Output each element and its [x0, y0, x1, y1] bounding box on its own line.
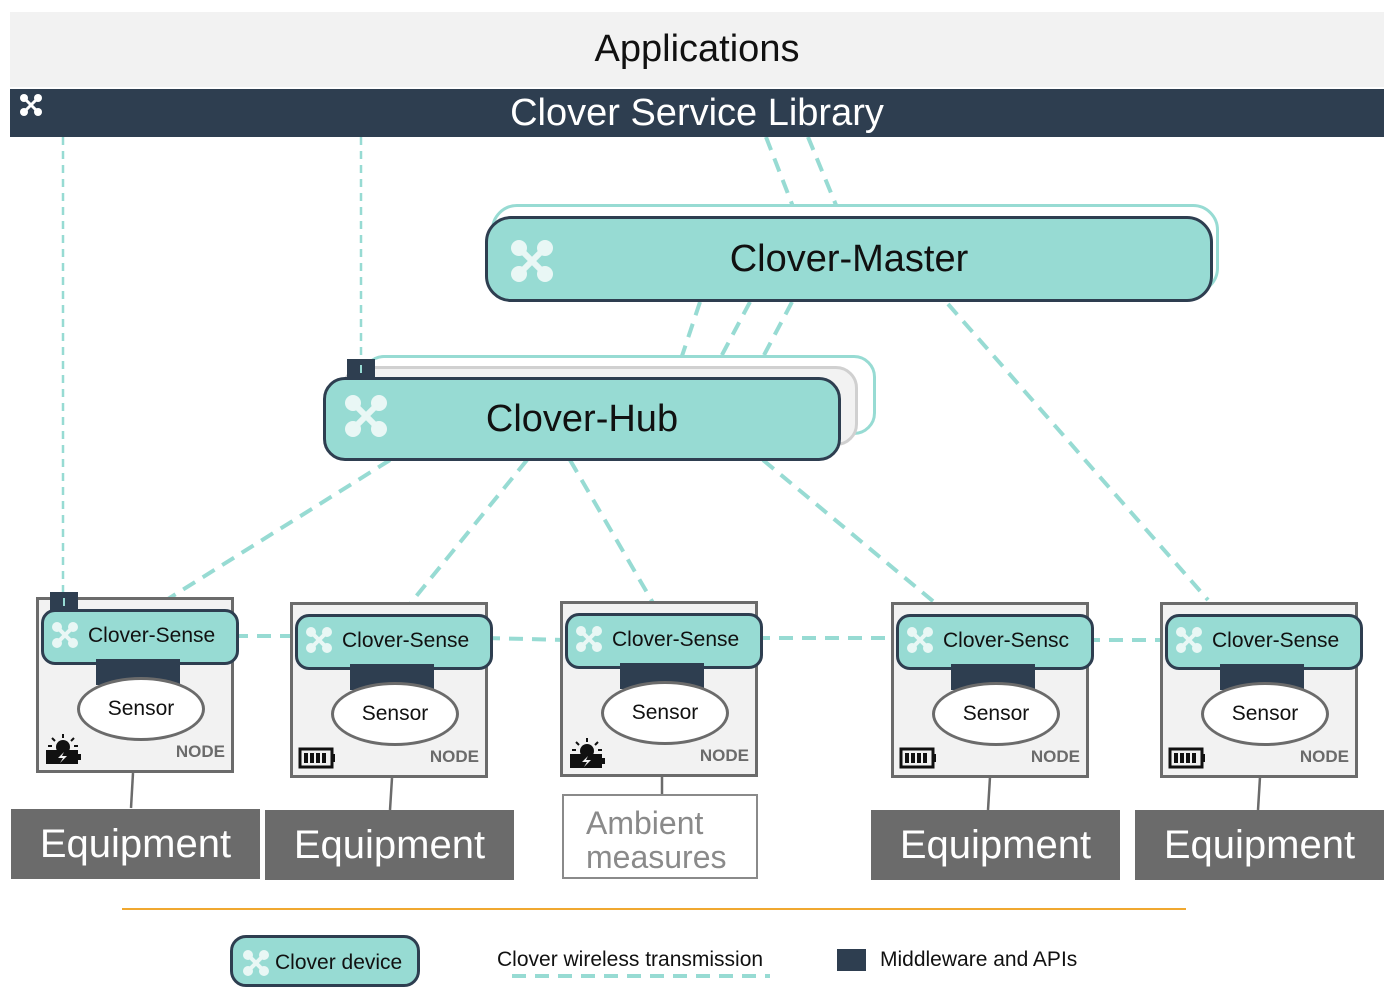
equipment-label: Equipment	[39, 821, 232, 866]
equipment-label: Equipment	[293, 822, 486, 867]
applications-label: Applications	[594, 28, 800, 70]
clover-logo-icon	[306, 627, 332, 653]
legend-device-label: Clover device	[275, 951, 403, 974]
master-label: Clover-Master	[729, 237, 969, 280]
clover-sense-label: Clover-Sense	[342, 629, 470, 652]
sensor: Sensor	[932, 682, 1060, 746]
equipment-box: Equipment	[1135, 810, 1384, 880]
clover-sense-device: Clover-Sense	[1165, 614, 1363, 670]
wire-node2-equipment	[388, 777, 394, 811]
legend-middleware-label: Middleware and APIs	[880, 948, 1078, 971]
clover-logo-icon	[20, 94, 42, 116]
sensor: Sensor	[1201, 682, 1329, 746]
link-node2-node3	[485, 636, 567, 642]
sensor-label: Sensor	[962, 702, 1030, 725]
link-hub-node2	[403, 458, 529, 612]
ambient-label-line1: Ambient	[586, 805, 704, 841]
clover-sense-label: Clover-Sense	[88, 624, 216, 647]
clover-logo-icon	[511, 240, 553, 282]
sensor-node: Clover-Sensc Sensor NODE	[891, 602, 1094, 778]
wire-node4-equipment	[986, 776, 992, 811]
battery-icon	[298, 747, 335, 769]
node-label: NODE	[175, 742, 225, 761]
clover-sense-device: Clover-Sense	[565, 613, 763, 669]
ambient-label-line2: measures	[586, 839, 727, 875]
sensor-node: Clover-Sense Sensor NODE	[36, 597, 239, 773]
equipment-box: Equipment	[871, 810, 1120, 880]
sensor-label: Sensor	[107, 697, 175, 720]
clover-logo-icon	[345, 395, 387, 437]
ambient-measures-box: Ambient measures	[562, 794, 758, 879]
clover-sense-label: Clover-Sensc	[943, 629, 1070, 652]
sensor-label: Sensor	[631, 701, 699, 724]
equipment-label: Equipment	[899, 822, 1092, 867]
clover-sense-label: Clover-Sense	[1212, 629, 1340, 652]
node-label: NODE	[429, 747, 479, 766]
link-master-node5	[946, 302, 1210, 602]
battery-icon	[1168, 747, 1205, 769]
sensor-node: Clover-Sense Sensor NODE	[290, 602, 493, 778]
clover-sense-device: Clover-Sense	[295, 614, 493, 670]
sensor: Sensor	[331, 682, 459, 746]
sensor-node: Clover-Sense Sensor NODE	[1160, 602, 1363, 778]
sensor-node: Clover-Sense Sensor NODE	[560, 601, 763, 777]
clover-sense-device: Clover-Sensc	[896, 614, 1094, 670]
clover-hub: Clover-Hub	[323, 377, 841, 461]
node-middleware-tab	[50, 592, 78, 610]
equipment-box: Equipment	[11, 809, 260, 879]
legend-wireless-line	[512, 974, 770, 978]
link-library-master-2	[806, 136, 838, 206]
clover-logo-icon	[52, 622, 78, 648]
node-label: NODE	[699, 746, 749, 765]
clover-logo-icon	[576, 626, 602, 652]
link-hub-node3	[568, 458, 658, 610]
legend-wireless-label: Clover wireless transmission	[497, 948, 764, 971]
sensor-label: Sensor	[361, 702, 429, 725]
wire-node1-equipment	[129, 772, 135, 809]
equipment-label: Equipment	[1163, 822, 1356, 867]
clover-sense-label: Clover-Sense	[612, 628, 740, 651]
service-library-bar: Clover Service Library	[10, 89, 1384, 137]
hub-middleware-tab	[347, 359, 375, 379]
equipment-box: Equipment	[265, 810, 514, 880]
node-label: NODE	[1030, 747, 1080, 766]
hub-label: Clover-Hub	[485, 397, 679, 440]
legend-middleware-swatch	[837, 949, 866, 971]
clover-master: Clover-Master	[485, 216, 1213, 302]
sensor: Sensor	[601, 681, 729, 745]
clover-logo-icon	[1176, 627, 1202, 653]
battery-icon	[899, 747, 936, 769]
legend-clover-device: Clover device	[230, 935, 420, 987]
link-master-hub-3	[761, 301, 794, 358]
clover-sense-device: Clover-Sense	[41, 609, 239, 665]
link-hub-node1	[158, 458, 392, 606]
legend-divider	[122, 908, 1186, 910]
solar-battery-icon	[46, 734, 81, 764]
applications-bar: Applications	[10, 12, 1384, 87]
wire-node5-equipment	[1256, 776, 1262, 811]
sensor-label: Sensor	[1231, 702, 1299, 725]
node-label: NODE	[1299, 747, 1349, 766]
clover-logo-icon	[243, 950, 269, 976]
clover-logo-icon	[907, 627, 933, 653]
solar-battery-icon	[570, 738, 605, 768]
sensor: Sensor	[77, 677, 205, 741]
link-hub-node4	[761, 458, 942, 609]
service-library-label: Clover Service Library	[510, 91, 884, 134]
